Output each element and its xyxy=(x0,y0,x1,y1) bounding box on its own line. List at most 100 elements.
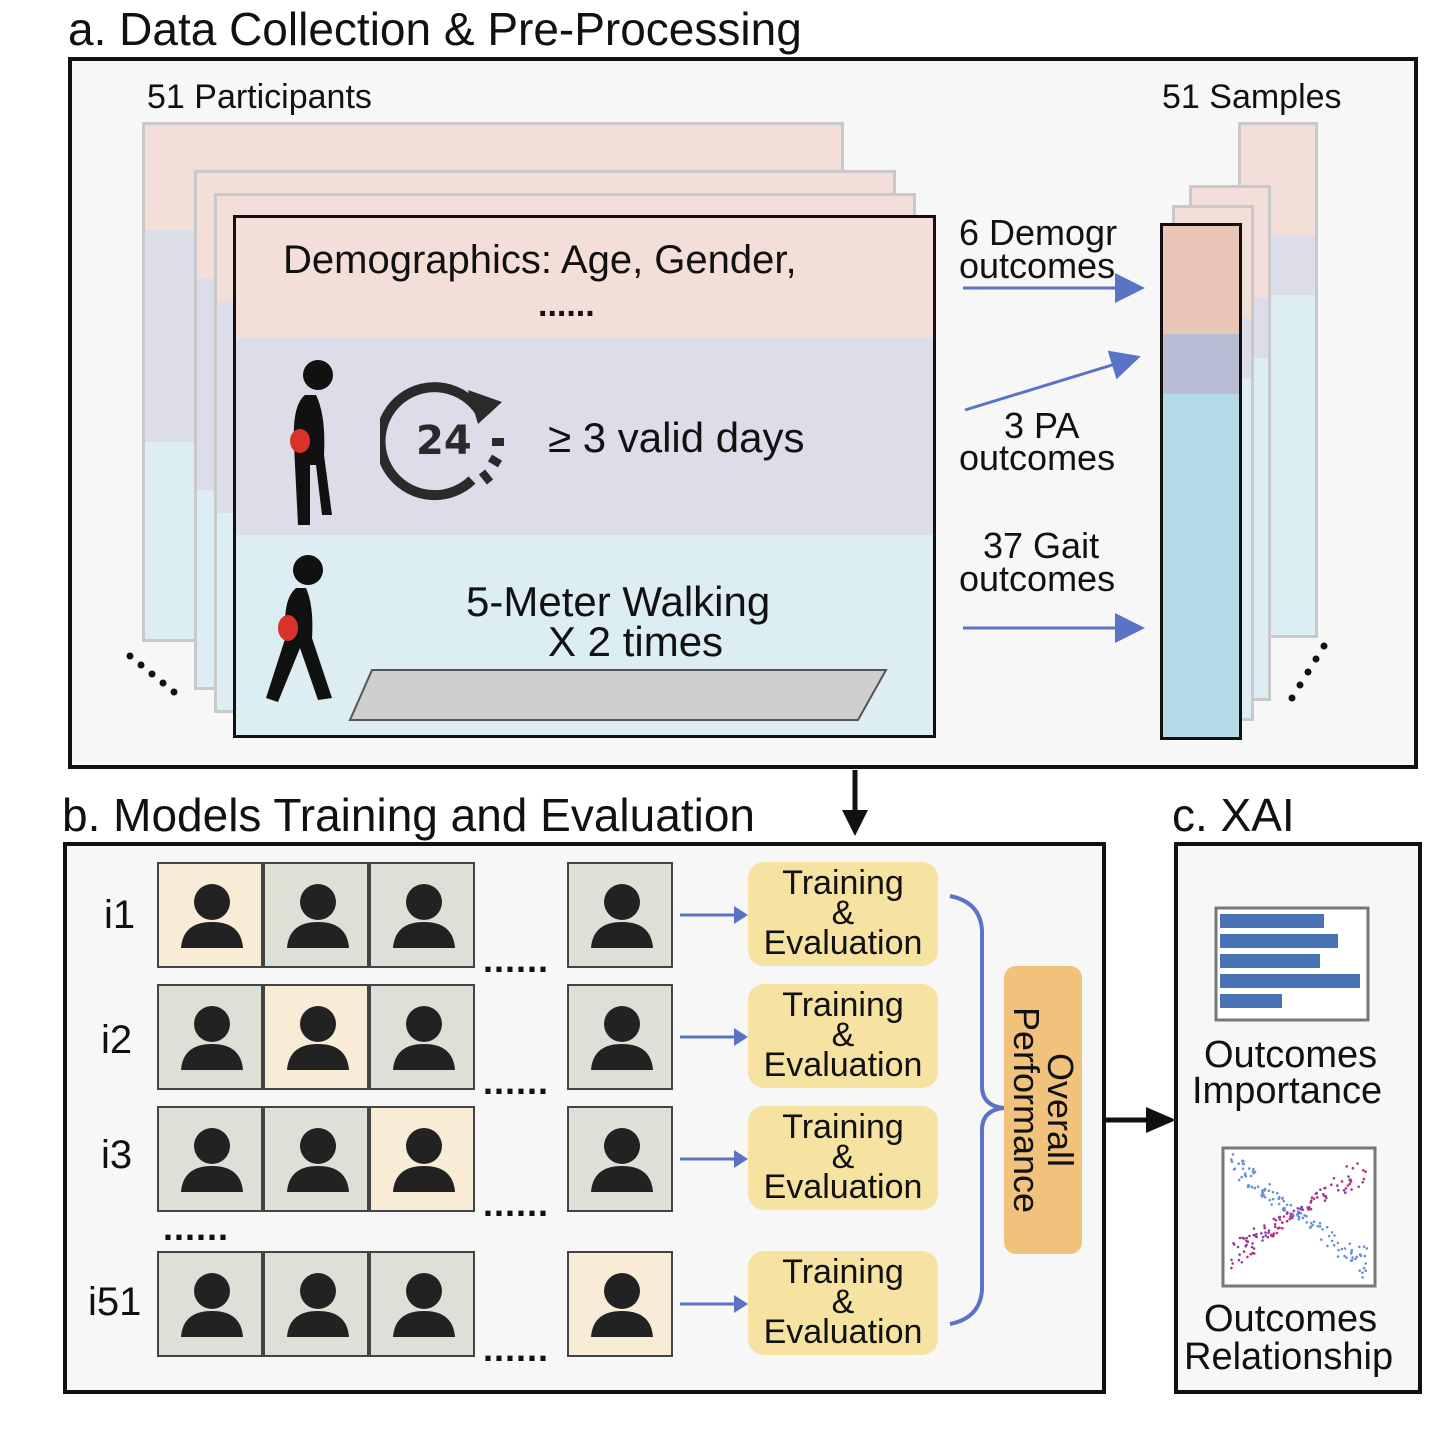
importance-line1: Outcomes xyxy=(1204,1034,1378,1076)
valid-days-text: ≥ 3 valid days xyxy=(548,414,805,461)
scatter-dot xyxy=(1319,1188,1322,1191)
scatter-dot xyxy=(1325,1196,1328,1200)
train-participant-cell xyxy=(263,862,369,968)
training-box-text: Evaluation xyxy=(763,924,923,962)
scatter-dot xyxy=(1361,1271,1364,1275)
scatter-dot xyxy=(1281,1207,1285,1210)
scatter-dot xyxy=(1238,1253,1241,1256)
scatter-dot xyxy=(1316,1225,1320,1228)
scatter-dot xyxy=(1315,1191,1318,1195)
training-box-text: & xyxy=(831,1138,855,1176)
scatter-dot xyxy=(1245,1236,1248,1240)
scatter-dot xyxy=(1292,1214,1295,1218)
training-evaluation-box: Training&Evaluation xyxy=(748,1106,938,1210)
scatter-dot xyxy=(1312,1220,1316,1223)
scatter-dot xyxy=(1263,1196,1267,1199)
person-icon xyxy=(393,884,455,948)
walking-line2: X 2 times xyxy=(548,618,724,665)
scatter-dot xyxy=(1337,1248,1340,1252)
scatter-dot xyxy=(1312,1197,1316,1201)
scatter-dot xyxy=(1237,1162,1240,1165)
scatter-dot xyxy=(1318,1225,1322,1228)
scatter-dot xyxy=(1242,1250,1246,1253)
iteration-label: i2 xyxy=(101,1018,133,1062)
row-arrow xyxy=(680,1295,748,1313)
scatter-dot xyxy=(1349,1180,1353,1183)
scatter-dot xyxy=(1277,1197,1281,1200)
test-participant-cell xyxy=(263,984,369,1090)
scatter-dot xyxy=(1285,1219,1289,1223)
scatter-dot xyxy=(1240,1261,1244,1264)
person-icon xyxy=(591,1128,653,1192)
scatter-dot xyxy=(1271,1197,1275,1201)
scatter-dot xyxy=(1272,1217,1276,1221)
train-participant-cell xyxy=(567,862,673,968)
scatter-dot xyxy=(1261,1190,1264,1194)
scatter-dot xyxy=(1260,1232,1263,1235)
scatter-dot xyxy=(1320,1238,1323,1241)
training-box-text: Training xyxy=(782,1253,904,1291)
scatter-dot xyxy=(1233,1167,1237,1171)
gait-outcome-line2: outcomes xyxy=(959,558,1116,599)
samples-label: 51 Samples xyxy=(1162,78,1342,116)
person-icon xyxy=(181,1006,243,1070)
ellipsis-left-icon xyxy=(126,652,178,696)
scatter-dot xyxy=(1230,1160,1234,1163)
scatter-dot xyxy=(1351,1166,1355,1170)
scatter-dot xyxy=(1336,1241,1340,1245)
scatter-dot xyxy=(1358,1269,1361,1272)
scatter-dot xyxy=(1340,1180,1344,1183)
person-icon xyxy=(287,1128,349,1192)
scatter-dot xyxy=(1262,1193,1265,1197)
scatter-dot xyxy=(1285,1203,1289,1207)
scatter-dot xyxy=(1297,1210,1300,1213)
scatter-dot xyxy=(1267,1229,1271,1232)
scatter-dot xyxy=(1281,1227,1284,1230)
scatter-dot xyxy=(1247,1167,1251,1170)
scatter-dot xyxy=(1323,1186,1326,1190)
scatter-dot xyxy=(1252,1227,1256,1230)
train-participant-cell xyxy=(157,1106,263,1212)
scatter-dot xyxy=(1364,1170,1367,1173)
scatter-dot xyxy=(1354,1257,1357,1261)
scatter-dot xyxy=(1309,1207,1313,1211)
scatter-dot xyxy=(1343,1254,1346,1258)
scatter-dot xyxy=(1270,1203,1273,1206)
scatter-dot xyxy=(1297,1215,1301,1219)
iteration-label: i1 xyxy=(104,893,136,937)
iteration-label: i51 xyxy=(88,1280,142,1324)
scatter-dot xyxy=(1330,1183,1333,1186)
down-arrow xyxy=(842,770,868,836)
scatter-dot xyxy=(1250,1185,1254,1189)
scatter-dot xyxy=(1330,1239,1334,1243)
scatter-dot xyxy=(1274,1218,1278,1222)
person-icon xyxy=(591,1273,653,1337)
rows-ellipsis: ...... xyxy=(163,1207,230,1248)
scatter-dot xyxy=(1296,1213,1299,1216)
scatter-dot xyxy=(1248,1234,1251,1238)
scatter-dot xyxy=(1277,1202,1281,1206)
scatter-dot xyxy=(1256,1185,1260,1188)
walkway-shape xyxy=(348,669,888,721)
scatter-dot xyxy=(1356,1162,1359,1165)
scatter-dot xyxy=(1231,1153,1235,1156)
scatter-dot xyxy=(1246,1255,1249,1259)
scatter-dot xyxy=(1252,1172,1255,1175)
person-icon xyxy=(181,884,243,948)
training-box-text: Training xyxy=(782,864,904,902)
training-box-text: Evaluation xyxy=(763,1046,923,1084)
row-arrow xyxy=(680,1150,748,1168)
overall-line1: Overall xyxy=(1040,1052,1081,1168)
scatter-dot xyxy=(1230,1258,1233,1262)
pa-arrow xyxy=(964,350,1141,412)
walking-person-gait-icon xyxy=(266,555,332,702)
scatter-dot xyxy=(1315,1196,1319,1199)
row-arrow xyxy=(680,906,748,924)
walking-line1: 5-Meter Walking xyxy=(466,578,771,625)
walking-person-icon xyxy=(290,360,333,525)
section-c-title: c. XAI xyxy=(1172,789,1295,841)
scatter-dot xyxy=(1325,1225,1329,1229)
relationship-scatter-icon xyxy=(1221,1146,1377,1288)
train-participant-cell xyxy=(369,984,475,1090)
person-icon xyxy=(393,1128,455,1192)
